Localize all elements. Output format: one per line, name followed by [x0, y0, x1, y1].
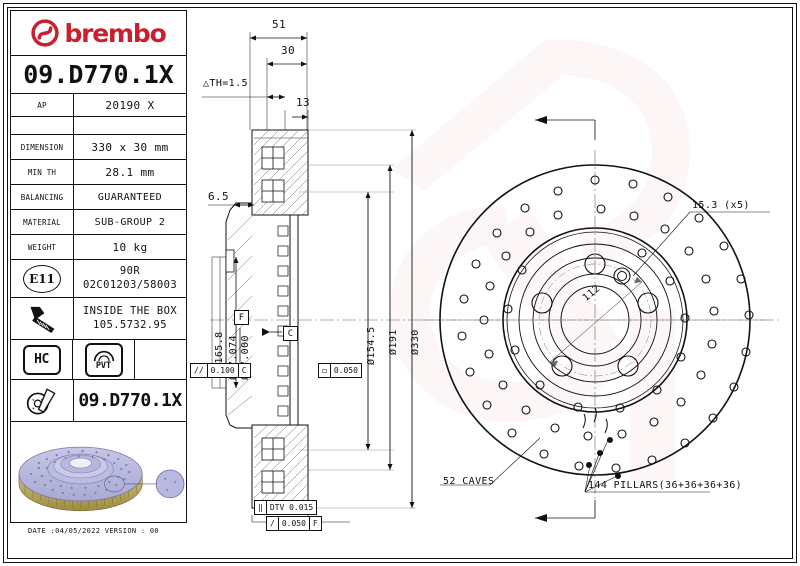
e11-badge-icon: E11: [11, 260, 74, 297]
datum-f: F: [234, 310, 249, 325]
tolerance-flatness: ◻ 0.050: [318, 363, 362, 378]
tol-value: DTV 0.015: [269, 503, 314, 512]
ap-value: 20190 X: [105, 98, 155, 112]
tol-symbol: ‖: [255, 501, 267, 514]
technical-drawing-svg: [202, 32, 780, 523]
tyre-row: 09.D770.1X: [10, 380, 187, 422]
spec-label: DIMENSION: [11, 135, 74, 159]
dim-th-delta: △TH=1.5: [203, 78, 248, 89]
dim-d330: Ø330: [410, 329, 421, 355]
ap-label: AP: [11, 94, 74, 116]
tol-symbol: /: [267, 517, 279, 530]
marks-empty-cell: [135, 340, 186, 379]
ap-row: AP 20190 X: [10, 94, 187, 117]
datum-c: C: [283, 326, 298, 341]
brembo-logo: brembo: [31, 18, 167, 48]
spec-value: SUB-GROUP 2: [94, 216, 166, 228]
marks-row: HC PVT: [10, 340, 187, 380]
dim-d191: Ø191: [388, 329, 399, 355]
tol-datum: F: [312, 519, 318, 528]
brembo-mark-icon: [31, 19, 60, 47]
homologation-line2: 02C01203/58003: [82, 278, 178, 291]
tol-value: 0.050: [279, 517, 310, 530]
spec-row-balancing: BALANCING GUARANTEED: [10, 185, 187, 210]
sheet-border-outer: [3, 3, 797, 563]
tol-value: 0.100: [208, 364, 239, 377]
inside-box-line2: 105.5732.95: [93, 318, 167, 331]
spec-value: 330 x 30 mm: [91, 140, 169, 154]
disc-3d-render: [18, 446, 185, 512]
part-code-row: 09.D770.1X: [10, 56, 187, 94]
tol-symbol: ◻: [319, 364, 331, 377]
brand-logo-row: brembo: [10, 10, 187, 56]
brembo-wordmark: brembo: [64, 18, 166, 48]
dim-hat-width: 30: [281, 44, 296, 57]
inside-box-line1: INSIDE THE BOX: [82, 305, 178, 318]
spec-panel: brembo 09.D770.1X AP 20190 X DIMENSION 3…: [10, 10, 187, 538]
pvt-badge-text: PVT: [95, 360, 112, 371]
dim-d154-5: Ø154.5: [366, 326, 377, 365]
tyre-row-code: 09.D770.1X: [78, 390, 182, 411]
homologation-values: 90R 02C01203/58003: [74, 260, 186, 297]
dim-overall-width: 51: [272, 18, 287, 31]
pvt-badge: PVT: [84, 342, 123, 377]
inside-box-row: INSIDE THE BOX 105.5732.95: [10, 298, 187, 340]
spec-label: WEIGHT: [11, 235, 74, 259]
part-code: 09.D770.1X: [23, 60, 174, 89]
homologation-line1: 90R: [119, 265, 141, 278]
spec-row-dimension: DIMENSION 330 x 30 mm: [10, 135, 187, 160]
label-caves: 52 CAVES: [443, 476, 495, 487]
spec-value: GUARANTEED: [97, 191, 163, 203]
tol-value: 0.050: [333, 366, 358, 375]
spec-label: BALANCING: [11, 185, 74, 209]
inside-box-values: INSIDE THE BOX 105.5732.95: [74, 298, 186, 339]
tolerance-runout: / 0.050 F: [266, 516, 322, 531]
tolerance-dtv: ‖ DTV 0.015: [254, 500, 318, 515]
spec-value: 28.1 mm: [105, 165, 155, 179]
dim-offset-13: 13: [296, 96, 311, 109]
label-hole-callout: 15.3 (x5): [692, 200, 750, 211]
tolerance-parallelism: // 0.100 C: [190, 363, 251, 378]
tol-symbol: //: [191, 364, 208, 377]
disc-brake-icon-glyph: [26, 387, 56, 414]
hc-badge-text: HC: [22, 344, 61, 375]
blank-row: [10, 117, 187, 135]
spec-value: 10 kg: [112, 240, 148, 254]
disc-render-row: [10, 422, 187, 523]
spec-row-min-th: MIN TH 28.1 mm: [10, 160, 187, 185]
e11-badge-text: E11: [23, 264, 61, 293]
screw-icon: [11, 298, 74, 339]
footer-date: DATE :04/05/2022 VERSION : 00: [28, 526, 159, 535]
spec-row-material: MATERIAL SUB-GROUP 2: [10, 210, 187, 235]
hc-mark: HC: [11, 340, 73, 379]
tol-datum: C: [241, 366, 247, 375]
spec-row-weight: WEIGHT 10 kg: [10, 235, 187, 260]
homologation-row: E11 90R 02C01203/58003: [10, 260, 187, 298]
screw-icon-glyph: [30, 306, 55, 333]
drawing-area: 51 30 △TH=1.5 13 6.5 Ø165.8 Ø67.074 Ø67.…: [190, 10, 790, 538]
pvt-mark: PVT: [73, 340, 135, 379]
disc-brake-icon: [11, 380, 74, 421]
pvt-arc-icon: [93, 350, 114, 361]
blank-label: [11, 117, 74, 134]
blank-value: [74, 117, 186, 134]
sheet-border-inner: [7, 7, 793, 559]
spec-label: MIN TH: [11, 160, 74, 184]
label-pillars: 144 PILLARS(36+36+36+36): [588, 480, 743, 491]
spec-label: MATERIAL: [11, 210, 74, 234]
dim-offset-65: 6.5: [208, 190, 230, 203]
